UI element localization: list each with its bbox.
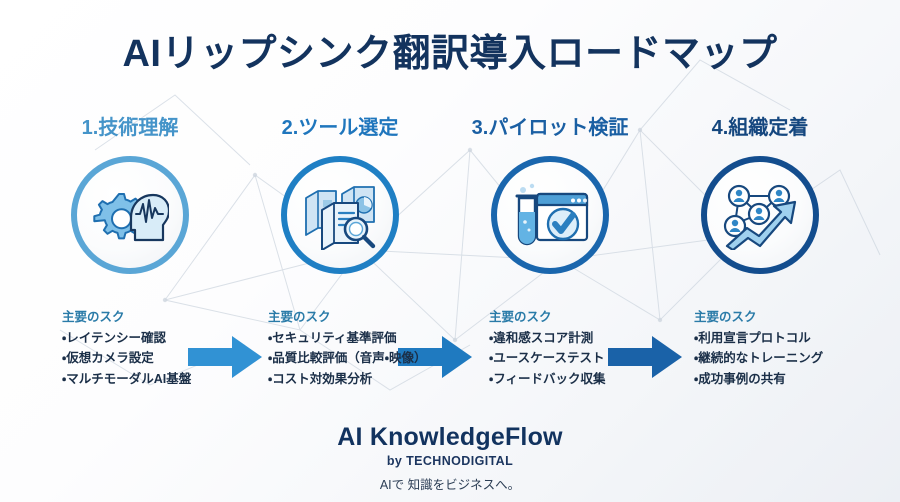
step-1-icon-circle [71,156,189,274]
footer-branding: AI KnowledgeFlow by TECHNODIGITAL AIで 知識… [0,423,900,493]
list-item: 違和感スコア計測 [489,328,695,348]
test-tube-browser-check-icon [515,183,589,246]
skills-column-1: 主要のスク レイテンシー確認 仮想カメラ設定 マルチモーダルAI基盤 [62,306,268,389]
list-item: 継続的なトレーニング [694,348,900,368]
brand-byline: by TECHNODIGITAL [386,454,514,468]
gear-brain-waveform-icon [93,193,169,242]
list-item: フィードバック収集 [489,369,695,389]
step-2-title: 2.ツール選定 [281,117,399,139]
step-4[interactable]: 4.組織定着 [655,118,865,274]
skills-list-2: セキュリティ基準評価 品質比較評価（音声・映像） コスト対効果分析 [268,328,474,389]
list-item: レイテンシー確認 [62,328,268,348]
list-item: 仮想カメラ設定 [62,348,268,368]
skills-head-4: 主要のスク [694,310,757,324]
skills-head-2: 主要のスク [268,310,331,324]
step-1-title: 1.技術理解 [81,117,179,139]
skills-column-3: 主要のスク 違和感スコア計測 ユースケーステスト フィードバック収集 [489,306,695,389]
brand-name: AI KnowledgeFlow [337,423,563,451]
list-item: 利用宣言プロトコル [694,328,900,348]
skills-column-4: 主要のスク 利用宣言プロトコル 継続的なトレーニング 成功事例の共有 [694,306,900,389]
step-3[interactable]: 3.パイロット検証 [445,118,655,274]
list-item: 品質比較評価（音声・映像） [268,348,474,368]
list-item: コスト対効果分析 [268,369,474,389]
page-title: AIリップシンク翻訳導入ロードマップ [122,33,778,75]
boxes-magnifier-icon [305,186,376,250]
skills-row: 主要のスク レイテンシー確認 仮想カメラ設定 マルチモーダルAI基盤 主要のスク… [0,306,900,406]
skills-column-2: 主要のスク セキュリティ基準評価 品質比較評価（音声・映像） コスト対効果分析 [268,306,474,389]
steps-row: 1.技術理解 2.ツール選定 [0,118,900,378]
skills-head-3: 主要のスク [489,310,552,324]
step-2-icon-circle [281,156,399,274]
step-3-title: 3.パイロット検証 [471,117,629,139]
step-4-title: 4.組織定着 [711,117,809,139]
step-1[interactable]: 1.技術理解 [25,118,235,274]
list-item: ユースケーステスト [489,348,695,368]
step-3-icon-circle [491,156,609,274]
list-item: セキュリティ基準評価 [268,328,474,348]
list-item: マルチモーダルAI基盤 [62,369,268,389]
brand-tagline: AIで 知識をビジネスへ。 [379,478,521,492]
skills-list-3: 違和感スコア計測 ユースケーステスト フィードバック収集 [489,328,695,389]
skills-head-1: 主要のスク [62,310,125,324]
skills-list-4: 利用宣言プロトコル 継続的なトレーニング 成功事例の共有 [694,328,900,389]
people-network-growth-arrow-icon [723,184,797,250]
list-item: 成功事例の共有 [694,369,900,389]
skills-list-1: レイテンシー確認 仮想カメラ設定 マルチモーダルAI基盤 [62,328,268,389]
step-2[interactable]: 2.ツール選定 [235,118,445,274]
step-4-icon-circle [701,156,819,274]
